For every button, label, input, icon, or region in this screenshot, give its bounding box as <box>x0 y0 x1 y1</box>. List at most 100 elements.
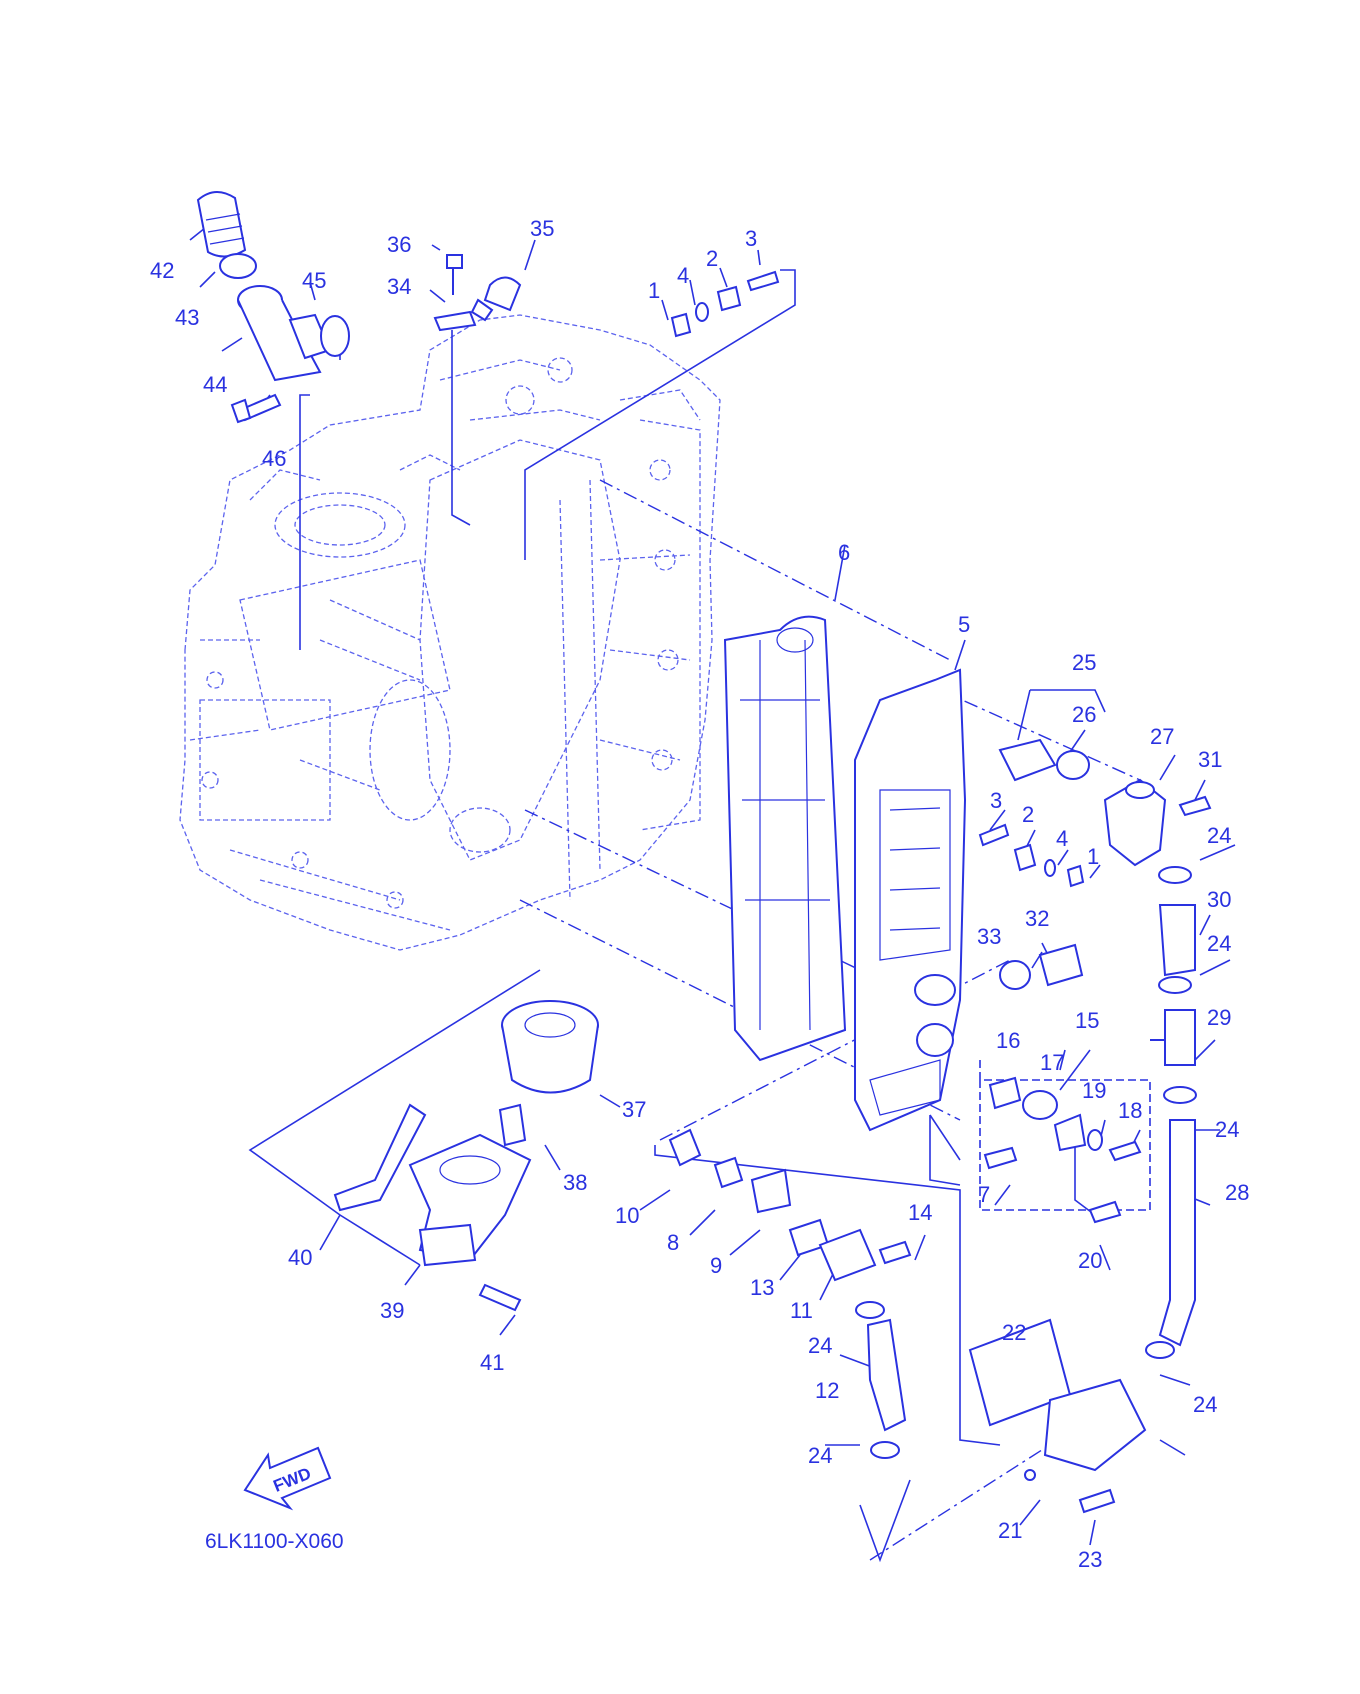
callout-43: 43 <box>175 305 199 330</box>
callout-23: 23 <box>1078 1547 1102 1572</box>
callout-24: 24 <box>1215 1117 1239 1142</box>
hose-clamp <box>1158 866 1192 884</box>
plug <box>1038 943 1084 987</box>
seal <box>1022 1090 1058 1120</box>
gasket <box>333 1103 427 1212</box>
callout-24: 24 <box>1207 931 1231 956</box>
callout-3: 3 <box>745 226 757 251</box>
callout-17: 17 <box>1040 1050 1064 1075</box>
o-ring <box>320 315 350 357</box>
callout-15: 15 <box>1075 1008 1099 1033</box>
callout-21: 21 <box>998 1518 1022 1543</box>
callout-28: 28 <box>1225 1180 1249 1205</box>
clamp <box>433 310 477 332</box>
callout-12: 12 <box>815 1378 839 1403</box>
long-hose <box>1158 1119 1196 1347</box>
hose-clamp <box>855 1301 885 1319</box>
bolt <box>746 270 780 292</box>
hose-clamp <box>870 1441 900 1459</box>
gasket <box>723 615 847 1062</box>
callout-14: 14 <box>908 1200 932 1225</box>
water-hose <box>1158 904 1196 977</box>
callout-2: 2 <box>706 246 718 271</box>
thermostat-cover <box>1103 778 1167 867</box>
callout-37: 37 <box>622 1097 646 1122</box>
callout-31: 31 <box>1198 747 1222 772</box>
callout-10: 10 <box>615 1203 639 1228</box>
bolt <box>1088 1200 1122 1224</box>
bolt <box>1108 1140 1142 1162</box>
callout-34: 34 <box>387 274 411 299</box>
callout-27: 27 <box>1150 724 1174 749</box>
valve <box>713 1156 744 1189</box>
hose-joint <box>1150 1009 1196 1066</box>
gasket <box>999 960 1031 990</box>
exhaust-cover <box>854 668 967 1132</box>
hose-clamp <box>1158 976 1192 994</box>
callout-numbers: 42 43 44 45 46 36 34 35 1 4 2 3 6 5 25 2… <box>150 216 1249 1572</box>
callout-46: 46 <box>262 446 286 471</box>
callout-45: 45 <box>302 268 326 293</box>
bolt <box>1078 1488 1116 1514</box>
callout-30: 30 <box>1207 887 1231 912</box>
collar <box>716 285 742 312</box>
valve <box>988 1076 1022 1110</box>
bolt <box>1178 795 1212 817</box>
callout-2: 2 <box>1022 802 1034 827</box>
callout-16: 16 <box>996 1028 1020 1053</box>
callout-3: 3 <box>990 788 1002 813</box>
callout-1: 1 <box>1087 844 1099 869</box>
callout-24: 24 <box>808 1443 832 1468</box>
callout-7: 7 <box>978 1182 990 1207</box>
engine-block <box>179 314 721 951</box>
callout-39: 39 <box>380 1298 404 1323</box>
bolt <box>478 1283 522 1312</box>
callout-9: 9 <box>710 1253 722 1278</box>
outlet-housing <box>1043 1378 1147 1472</box>
water-hose <box>866 1318 907 1432</box>
callout-26: 26 <box>1072 702 1096 727</box>
callout-24: 24 <box>808 1333 832 1358</box>
callout-13: 13 <box>750 1275 774 1300</box>
filler-neck <box>237 285 332 382</box>
hose-clamp <box>1145 1341 1175 1359</box>
callout-8: 8 <box>667 1230 679 1255</box>
callout-25: 25 <box>1072 650 1096 675</box>
callout-42: 42 <box>150 258 174 283</box>
callout-35: 35 <box>530 216 554 241</box>
valve-cover <box>1053 1113 1087 1152</box>
bolt <box>878 1240 912 1265</box>
callout-41: 41 <box>480 1350 504 1375</box>
callout-4: 4 <box>677 263 689 288</box>
callout-22: 22 <box>1002 1320 1026 1345</box>
callout-11: 11 <box>790 1298 813 1323</box>
plug <box>670 312 692 338</box>
filler-cap <box>196 191 247 258</box>
callout-19: 19 <box>1082 1078 1106 1103</box>
callout-33: 33 <box>977 924 1001 949</box>
o-ring <box>1087 1129 1103 1151</box>
spring <box>498 1103 527 1147</box>
o-ring <box>1044 859 1056 877</box>
callout-18: 18 <box>1118 1098 1142 1123</box>
callout-4: 4 <box>1056 826 1068 851</box>
sensor <box>470 276 522 322</box>
callout-6: 6 <box>838 540 850 565</box>
diagram-reference-code: 6LK1100-X060 <box>205 1530 344 1553</box>
callout-24: 24 <box>1207 823 1231 848</box>
callout-29: 29 <box>1207 1005 1231 1030</box>
callout-36: 36 <box>387 232 411 257</box>
callout-32: 32 <box>1025 906 1049 931</box>
callout-5: 5 <box>958 612 970 637</box>
callout-1: 1 <box>648 278 660 303</box>
bolt <box>230 393 282 424</box>
dowel-pin <box>1024 1469 1036 1481</box>
collar <box>1013 843 1037 872</box>
oil-filter <box>501 1000 599 1094</box>
oil-strainer-housing <box>408 1133 532 1267</box>
callout-38: 38 <box>563 1170 587 1195</box>
spring <box>750 1168 792 1214</box>
callout-40: 40 <box>288 1245 312 1270</box>
callout-24: 24 <box>1193 1392 1217 1417</box>
